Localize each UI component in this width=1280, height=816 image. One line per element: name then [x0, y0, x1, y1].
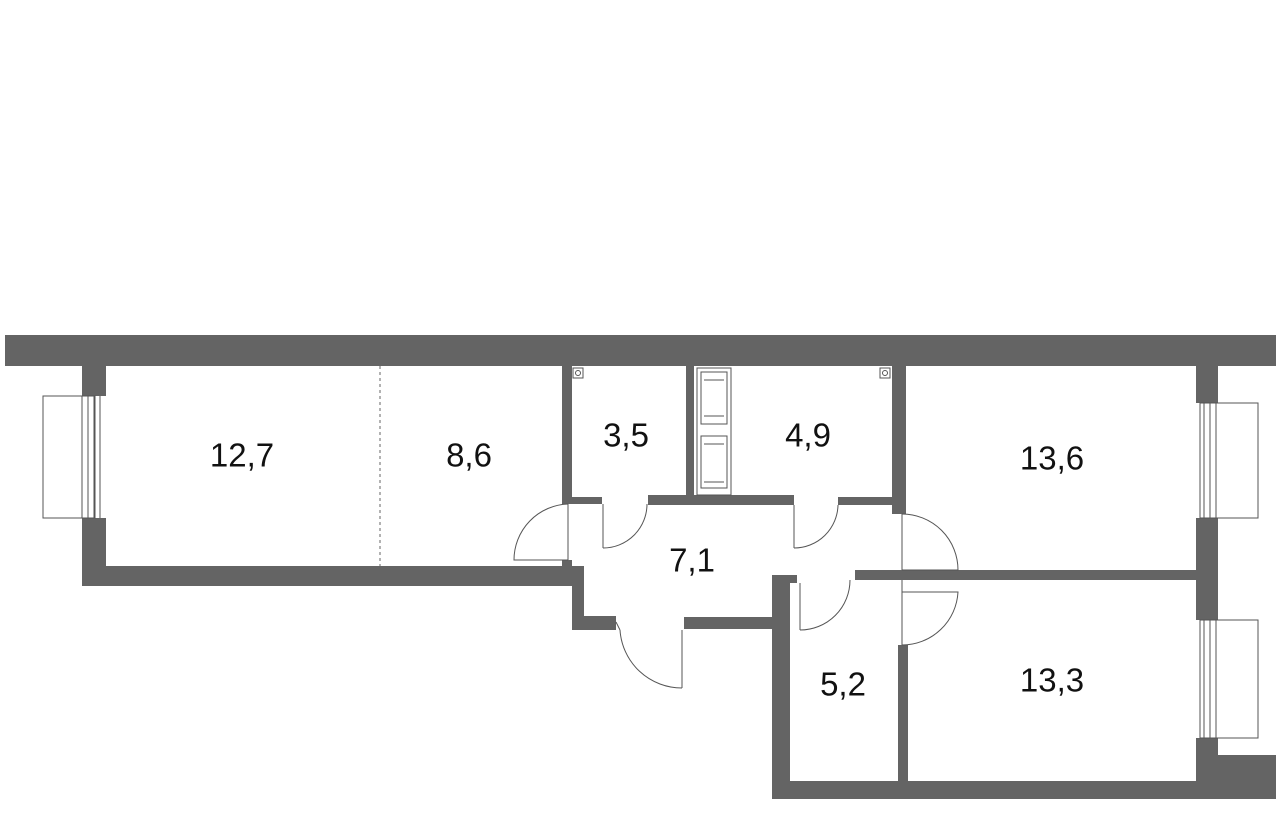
washer-dryer-icon	[696, 367, 732, 496]
fixtures	[379, 366, 891, 566]
room-labels: 12,7 8,6 3,5 4,9 13,6 7,1 5,2 13,3	[210, 417, 1084, 703]
windows	[42, 395, 1259, 739]
walls	[5, 335, 1276, 799]
drain-icon	[572, 367, 584, 379]
room-area-bedroom-1: 13,6	[1020, 440, 1084, 477]
room-area-kitchen: 12,7	[210, 437, 274, 474]
room-area-living: 8,6	[446, 437, 492, 474]
room-area-bedroom-2: 13,3	[1020, 662, 1084, 699]
room-area-wc-storage: 5,2	[820, 666, 866, 703]
room-area-bath: 3,5	[603, 417, 649, 454]
doors	[513, 503, 959, 689]
room-area-laundry: 4,9	[785, 417, 831, 454]
drain-icon	[879, 367, 891, 379]
room-area-hall: 7,1	[669, 542, 715, 579]
